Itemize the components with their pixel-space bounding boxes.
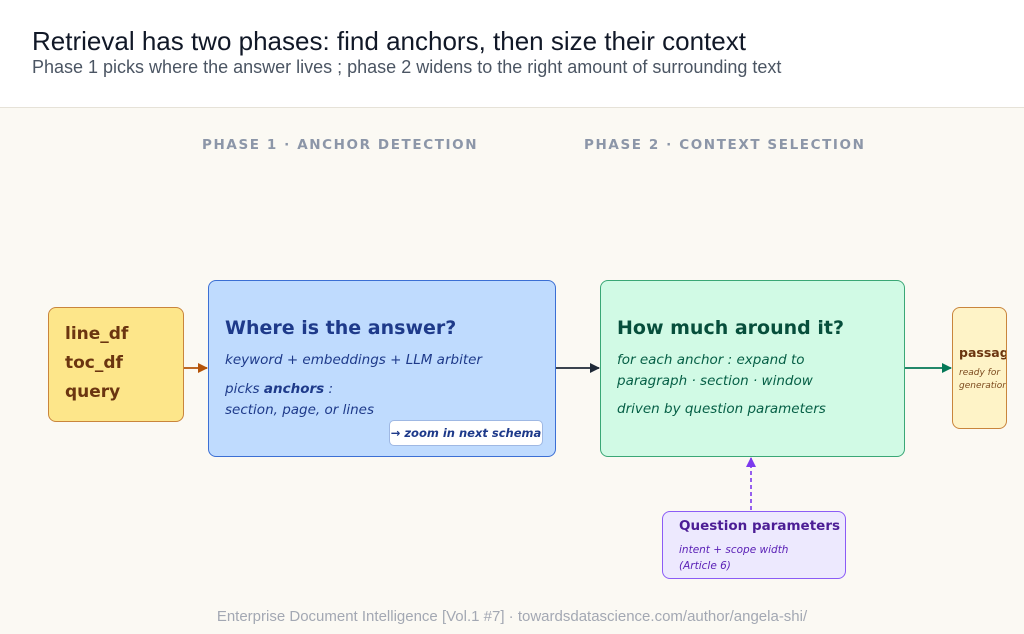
phase2-label: PHASE 2 · CONTEXT SELECTION	[584, 137, 866, 153]
phase2-box: How much around it? for each anchor : ex…	[600, 280, 905, 457]
phase1-picks-prefix: picks	[225, 381, 264, 397]
input-query: query	[65, 382, 121, 402]
phase1-heading: Where is the answer?	[225, 317, 457, 339]
params-title: Question parameters	[679, 518, 841, 534]
phase1-picks: picks anchors :	[225, 381, 333, 397]
phase2-driven-by: driven by question parameters	[617, 401, 826, 417]
footer-credit: Enterprise Document Intelligence [Vol.1 …	[216, 608, 808, 625]
phase1-picks-suffix: :	[324, 381, 334, 397]
output-sub-2: generation	[959, 381, 1007, 391]
phase1-method: keyword + embeddings + LLM arbiter	[225, 352, 482, 368]
phase1-label: PHASE 1 · ANCHOR DETECTION	[202, 137, 479, 153]
inputs-box: line_df toc_df query	[48, 307, 184, 422]
output-title: passages	[959, 345, 1007, 360]
question-parameters-box: Question parameters intent + scope width…	[662, 511, 846, 579]
phase2-expand: for each anchor : expand to	[617, 352, 805, 368]
output-sub-1: ready for	[959, 368, 1001, 378]
phase2-heading: How much around it?	[617, 317, 844, 339]
header: Retrieval has two phases: find anchors, …	[0, 0, 1024, 108]
phase1-granularity: section, page, or lines	[225, 402, 375, 418]
zoom-next-schema-badge: → zoom in next schema	[389, 420, 543, 446]
page-title: Retrieval has two phases: find anchors, …	[32, 26, 746, 56]
phase1-picks-anchors: anchors	[263, 381, 325, 397]
params-line-2: (Article 6)	[679, 560, 731, 572]
phase2-granularity: paragraph · section · window	[617, 373, 813, 389]
params-line-1: intent + scope width	[679, 544, 789, 556]
output-box: passages ready for generation	[952, 307, 1007, 429]
page-subtitle: Phase 1 picks where the answer lives ; p…	[32, 57, 782, 77]
input-line-df: line_df	[65, 324, 129, 344]
input-toc-df: toc_df	[65, 353, 123, 373]
phase1-box: Where is the answer? keyword + embedding…	[208, 280, 556, 457]
